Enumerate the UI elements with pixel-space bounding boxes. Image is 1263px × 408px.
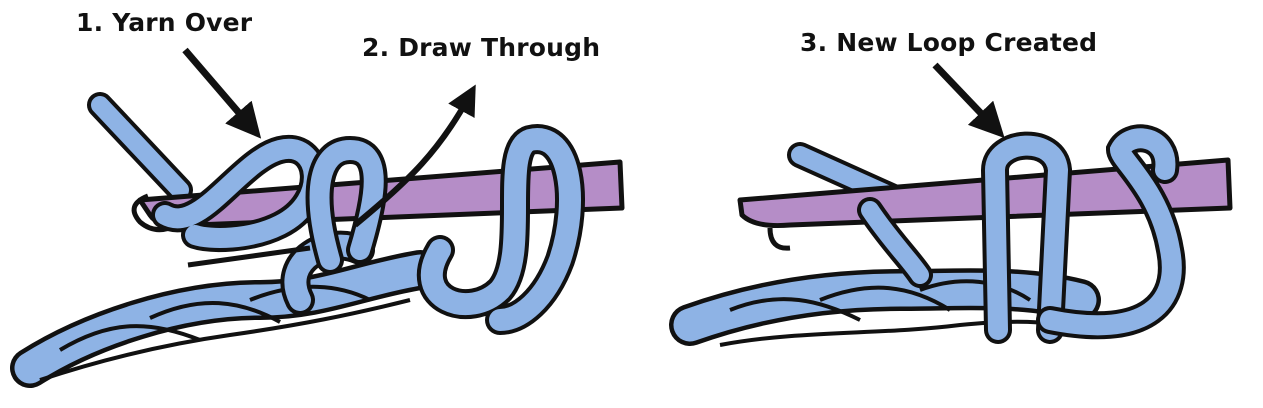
foundation-chain-right xyxy=(690,281,1080,345)
left-panel xyxy=(30,50,622,380)
new-loop-arrow xyxy=(935,65,995,128)
foundation-chain-left xyxy=(30,270,420,380)
right-panel xyxy=(690,65,1230,345)
step-3-label: 3. New Loop Created xyxy=(800,28,1097,57)
step-2-label: 2. Draw Through xyxy=(362,33,600,62)
yarn-over-arrow xyxy=(185,50,252,128)
step-1-label: 1. Yarn Over xyxy=(76,8,252,37)
yarn-tail-left xyxy=(100,105,180,190)
